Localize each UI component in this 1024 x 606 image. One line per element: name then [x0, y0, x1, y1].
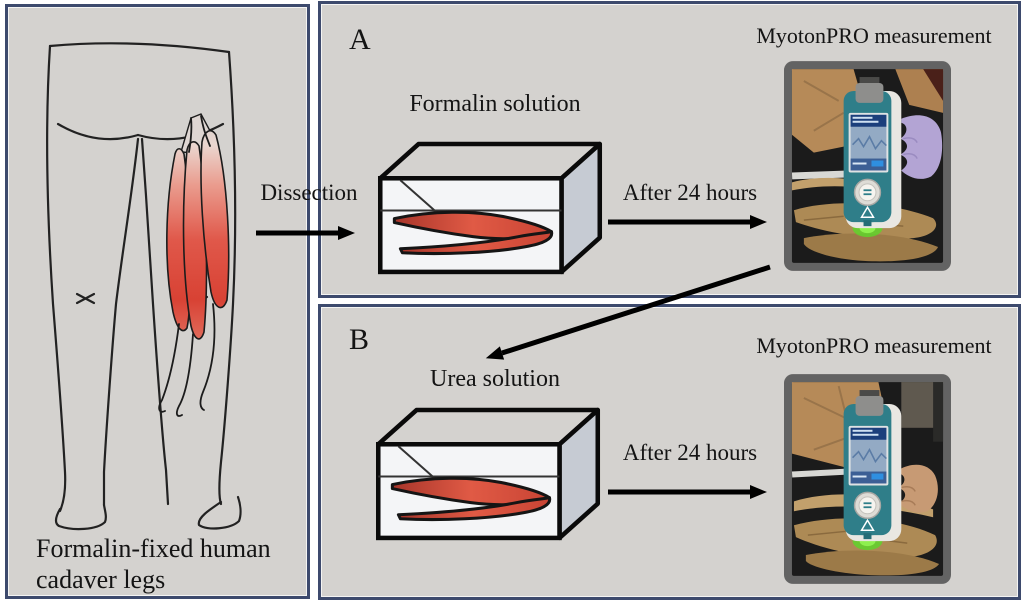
urea-tank-illustration	[375, 407, 601, 541]
probe-tip	[863, 533, 872, 540]
probe-housing	[859, 523, 876, 536]
glove-hand	[900, 115, 943, 179]
tank-muscle-specimen	[390, 476, 552, 522]
muscle-specimen	[805, 550, 940, 576]
hamstring-muscle	[158, 113, 230, 417]
device-screen	[850, 427, 887, 484]
caption-line-1: Formalin-fixed human	[36, 534, 271, 563]
tank-muscle-specimen	[392, 210, 554, 256]
device-clip	[855, 395, 884, 416]
myotonpro-measurement-label-b: MyotonPRO measurement	[756, 333, 992, 358]
dissection-label: Dissection	[260, 180, 358, 205]
after-24-hours-label-a: After 24 hours	[622, 180, 758, 205]
myoton-logo	[860, 518, 875, 531]
panel-a-letter: A	[349, 23, 371, 56]
myotonpro-device	[843, 390, 902, 551]
formalin-solution-label: Formalin solution	[409, 91, 581, 117]
after-24-hours-label-b: After 24 hours	[622, 440, 758, 465]
myotonpro-photo-a	[784, 61, 951, 271]
urea-solution-label: Urea solution	[430, 366, 560, 392]
measuring-tape	[791, 468, 852, 478]
probe-tip	[863, 220, 872, 227]
bare-hand	[898, 464, 938, 513]
formalin-tank-illustration	[377, 141, 603, 275]
left-panel-caption: Formalin-fixed human cadaver legs	[36, 533, 271, 595]
cadaver-legs-illustration	[46, 42, 242, 531]
liquid-surface-edge	[397, 445, 434, 478]
caption-line-2: cadaver legs	[36, 565, 166, 594]
tendons	[158, 115, 216, 417]
myotonpro-device	[843, 77, 902, 238]
device-screen	[850, 114, 887, 171]
myotonpro-photo-b	[784, 374, 951, 584]
panel-b-letter: B	[349, 323, 370, 356]
left-panel	[5, 4, 310, 599]
liquid-surface-edge	[399, 179, 436, 212]
device-clip	[855, 82, 884, 103]
myoton-logo	[860, 205, 875, 218]
muscle-specimen	[803, 233, 939, 262]
myotonpro-measurement-label-a: MyotonPRO measurement	[756, 23, 992, 48]
probe-housing	[859, 210, 876, 223]
